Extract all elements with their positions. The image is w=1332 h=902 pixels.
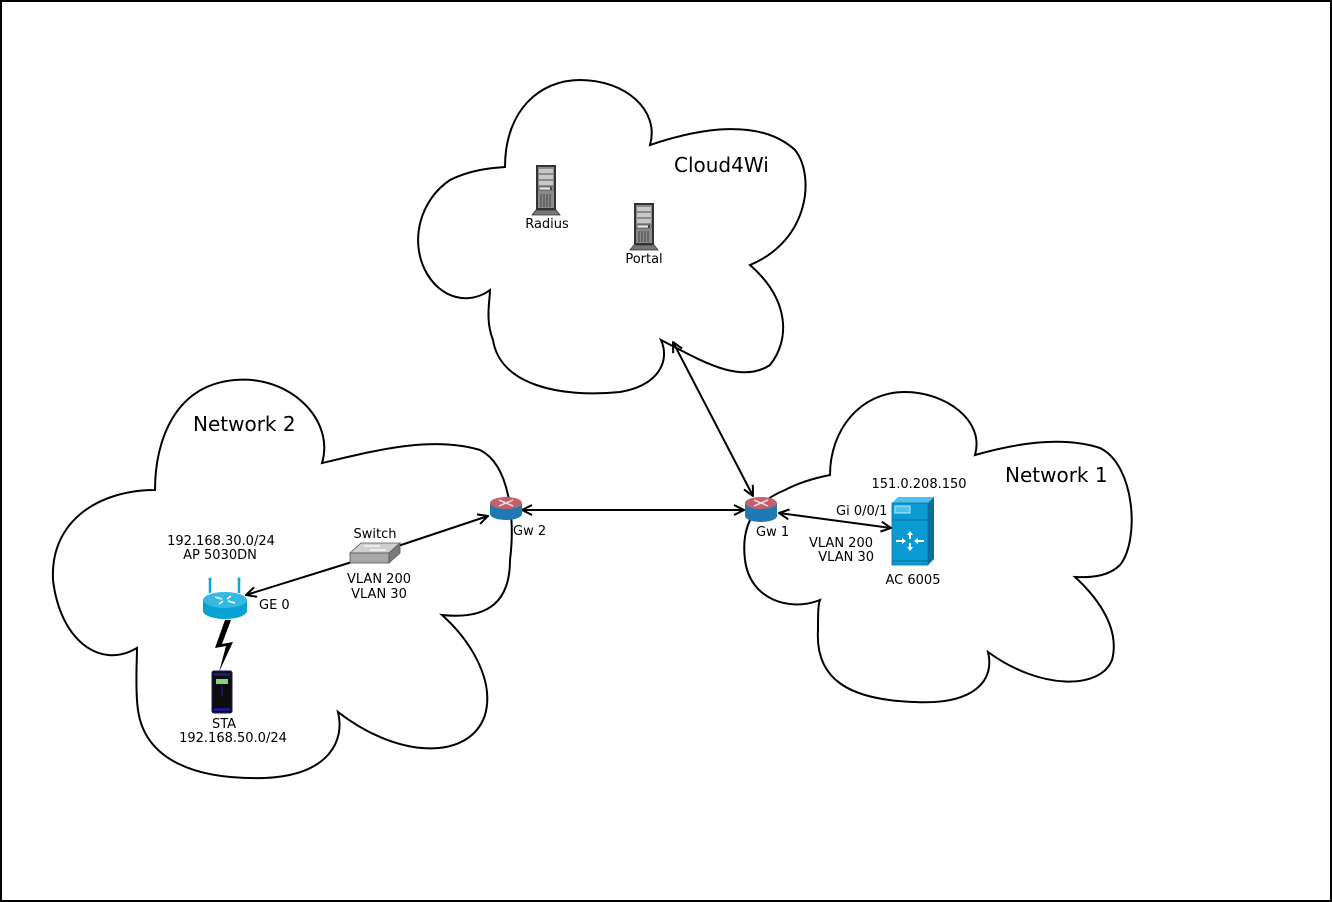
link-cloud4wi-gw1[interactable] xyxy=(673,342,753,496)
ac-vlan-200-label: VLAN 200 xyxy=(809,536,873,551)
network2-title: Network 2 xyxy=(193,412,296,436)
router-icon[interactable] xyxy=(490,497,522,520)
server-icon[interactable] xyxy=(629,203,659,251)
sta-subnet-label: 192.168.50.0/24 xyxy=(179,731,287,746)
ac-ip-label: 151.0.208.150 xyxy=(871,477,966,492)
wireless-link-icon xyxy=(215,620,233,672)
router-icon[interactable] xyxy=(745,497,777,522)
access-controller-icon[interactable] xyxy=(891,497,934,566)
network1-title: Network 1 xyxy=(1005,463,1108,487)
link-switch-gw2[interactable] xyxy=(397,516,488,547)
ac-label: AC 6005 xyxy=(886,573,941,588)
link-switch-ap[interactable] xyxy=(246,561,353,595)
ap-label: AP 5030DN xyxy=(183,548,257,563)
radius-label: Radius xyxy=(525,217,569,232)
cloud4wi-title: Cloud4Wi xyxy=(674,153,769,177)
gw1-label: Gw 1 xyxy=(756,525,789,540)
ac-port-label: Gi 0/0/1 xyxy=(836,504,887,519)
cloud-network1[interactable] xyxy=(743,390,1133,704)
wireless-router-icon[interactable] xyxy=(203,577,247,620)
mobile-device-icon[interactable] xyxy=(211,670,233,714)
switch-vlan-200-label: VLAN 200 xyxy=(347,572,411,587)
cloud-network2[interactable] xyxy=(51,378,513,780)
link-gw1-ac[interactable] xyxy=(779,513,891,528)
ap-subnet-label: 192.168.30.0/24 xyxy=(167,534,275,549)
portal-label: Portal xyxy=(625,252,662,267)
switch-vlan-30-label: VLAN 30 xyxy=(351,587,407,602)
sta-label: STA xyxy=(212,717,236,732)
switch-icon[interactable] xyxy=(348,542,402,564)
gw2-label: Gw 2 xyxy=(513,524,546,539)
ap-port-label: GE 0 xyxy=(259,598,290,613)
ac-vlan-30-label: VLAN 30 xyxy=(818,550,874,565)
server-icon[interactable] xyxy=(531,165,561,216)
switch-label: Switch xyxy=(354,527,397,542)
